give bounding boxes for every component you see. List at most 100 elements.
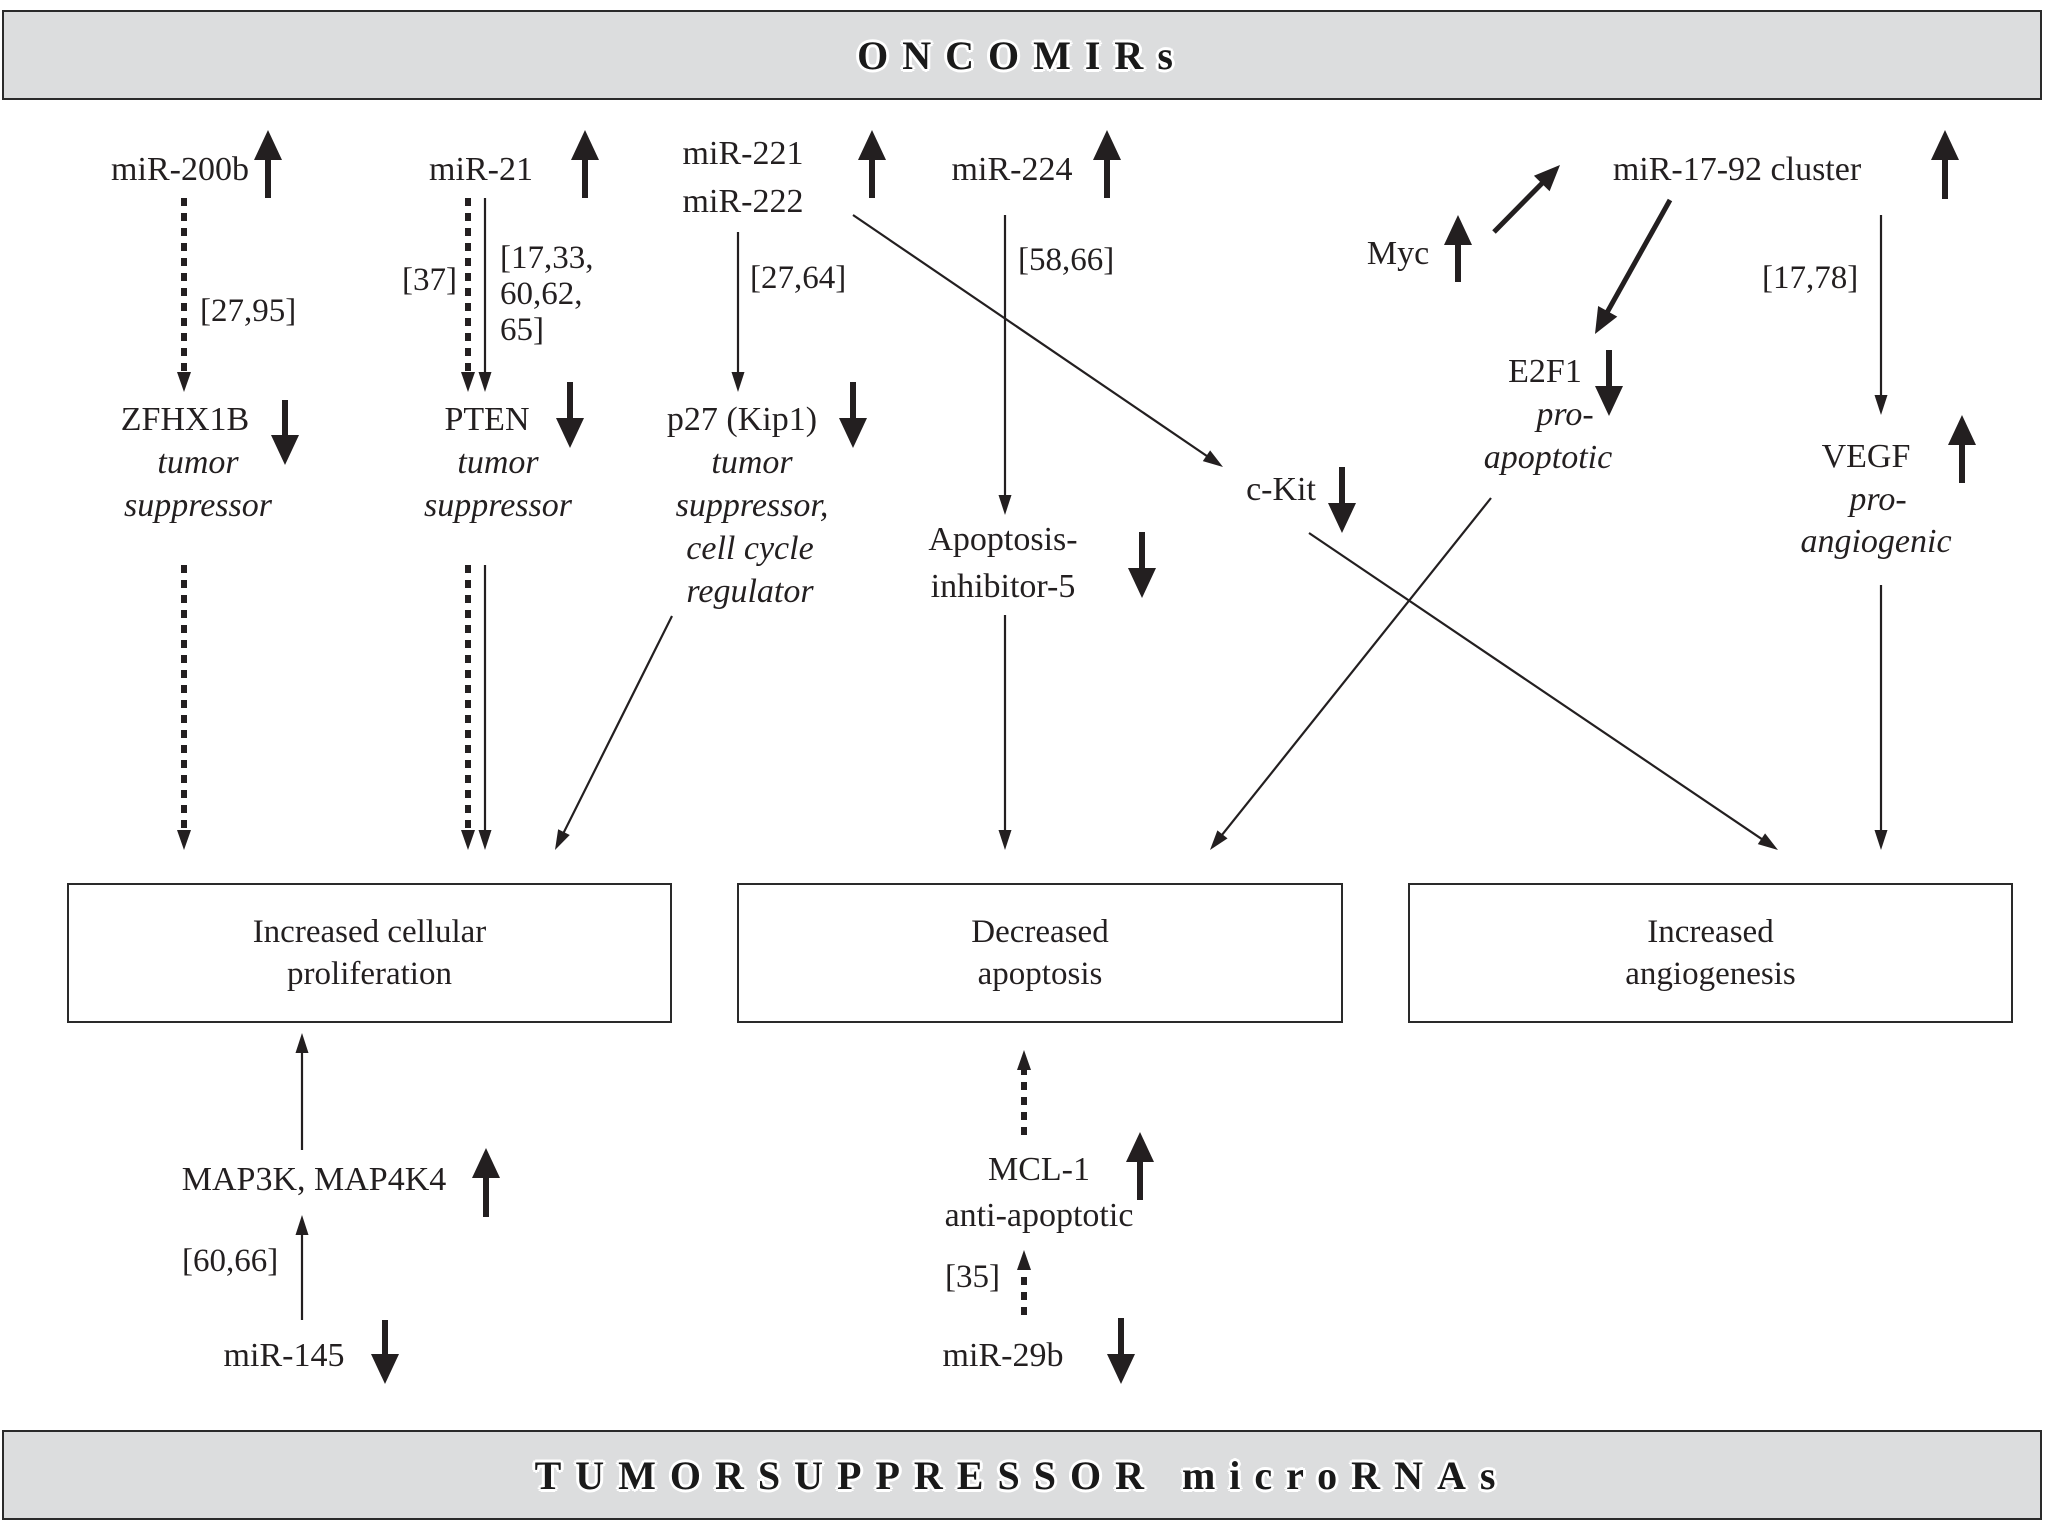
- zfhx1b-label: ZFHX1B: [120, 401, 250, 438]
- mcl1-role: anti-apoptotic: [944, 1197, 1134, 1234]
- myc-label: Myc: [1366, 235, 1430, 272]
- outcome-proliferation-line1: Increased cellular: [252, 914, 487, 950]
- ref-mir200b: [27,95]: [200, 293, 297, 329]
- mir221-up-arrow-icon-head: [858, 130, 886, 160]
- outcome-proliferation-line2: proliferation: [287, 956, 452, 992]
- mir-21-label: miR-21: [429, 151, 533, 188]
- mir224-up-arrow-icon-head: [1093, 130, 1121, 160]
- mir-221-label: miR-221: [682, 135, 804, 172]
- link-mir1792-e2f1: [1602, 198, 1673, 318]
- link-e2f1-apoptosis-head: [1210, 830, 1228, 850]
- vegf-up-arrow-icon-head: [1948, 415, 1976, 445]
- link-mir1792-vegf-head: [1874, 395, 1888, 415]
- e2f1-label: E2F1: [1508, 353, 1582, 390]
- ref-mir224: [58,66]: [1018, 242, 1115, 278]
- link-e2f1-apoptosis: [1219, 497, 1492, 839]
- vegf-label: VEGF: [1821, 438, 1911, 475]
- link-p27-proliferation-head: [555, 829, 570, 850]
- ref-mir21-solid-3: 65]: [500, 312, 544, 348]
- link-api5-apoptosis-head: [998, 830, 1012, 850]
- mir-200b-label: miR-200b: [111, 151, 249, 188]
- mir-224-label: miR-224: [951, 151, 1073, 188]
- link-ckit-angiogenesis: [1308, 532, 1766, 842]
- pten-role-2: suppressor: [424, 487, 572, 524]
- ref-mir21-solid-2: 60,62,: [500, 276, 583, 312]
- ref-mir21-solid-1: [17,33,: [500, 240, 594, 276]
- outcome-apoptosis: Decreased apoptosis: [737, 883, 1343, 1023]
- outcome-apoptosis-line1: Decreased: [971, 914, 1109, 950]
- vegf-role-1: pro-: [1849, 481, 1907, 518]
- link-myc-mir1792-head: [1533, 165, 1560, 192]
- api5-down-arrow-icon-head: [1128, 568, 1156, 598]
- mir200b-up-arrow-icon-head: [254, 130, 282, 160]
- zfhx1b-role-1: tumor: [157, 444, 239, 481]
- pten-down-arrow-icon-head: [556, 418, 584, 448]
- mir-222-label: miR-222: [682, 183, 804, 220]
- p27-role-4: regulator: [686, 573, 814, 610]
- pten-label: PTEN: [444, 401, 530, 438]
- mir21-up-arrow-icon-head: [571, 130, 599, 160]
- c-kit-label: c-Kit: [1246, 471, 1316, 508]
- link-mir222-ckit: [852, 214, 1211, 459]
- link-mir1792-e2f1-head: [1595, 305, 1618, 334]
- e2f1-role-1: pro-: [1536, 396, 1594, 433]
- mir1792-up-arrow-icon-head: [1931, 130, 1959, 160]
- link-ckit-angiogenesis-head: [1757, 833, 1778, 850]
- link-mir21-pten-dashed-head: [461, 372, 475, 392]
- outcome-angiogenesis-line1: Increased: [1647, 914, 1774, 950]
- link-p27-proliferation: [561, 615, 673, 837]
- mir-29b-label: miR-29b: [942, 1337, 1064, 1374]
- e2f1-role-2: apoptotic: [1483, 439, 1613, 476]
- link-mir145-map3k-head: [295, 1215, 309, 1235]
- pten-role-1: tumor: [457, 444, 539, 481]
- tumorsuppressor-footer: TUMORSUPPRESSOR microRNAs: [2, 1430, 2042, 1520]
- link-mir200b-zfhx1b-head: [177, 372, 191, 392]
- ref-mir221: [27,64]: [750, 260, 847, 296]
- p27-role-2: suppressor,: [675, 487, 829, 524]
- p27-down-arrow-icon-head: [839, 418, 867, 448]
- zfhx1b-down-arrow-icon-head: [271, 435, 299, 465]
- ref-mir21-dashed: [37]: [402, 262, 457, 298]
- outcome-angiogenesis-line2: angiogenesis: [1625, 956, 1796, 992]
- mir-145-label: miR-145: [223, 1337, 345, 1374]
- myc-up-arrow-icon-head: [1444, 215, 1472, 245]
- outcome-proliferation: Increased cellular proliferation: [67, 883, 672, 1023]
- zfhx1b-role-2: suppressor: [124, 487, 272, 524]
- oncomirs-header: ONCOMIRs: [2, 10, 2042, 100]
- ref-mir145: [60,66]: [182, 1243, 279, 1279]
- oncomirs-title: ONCOMIRs: [857, 32, 1187, 78]
- tumorsuppressor-title: TUMORSUPPRESSOR microRNAs: [534, 1452, 1510, 1498]
- vegf-role-2: angiogenic: [1800, 523, 1952, 560]
- map3k-up-arrow-icon-head: [472, 1148, 500, 1178]
- link-pten-proliferation-solid-head: [478, 830, 492, 850]
- link-pten-proliferation-dashed-head: [461, 830, 475, 850]
- link-mir21-pten-solid-head: [478, 372, 492, 392]
- link-map3k-proliferation-head: [295, 1033, 309, 1053]
- p27-role-3: cell cycle: [686, 530, 814, 567]
- mir29b-down-arrow-icon-head: [1107, 1354, 1135, 1384]
- e2f1-down-arrow-icon-head: [1595, 386, 1623, 416]
- outcome-apoptosis-line2: apoptosis: [977, 956, 1103, 992]
- map3k-label: MAP3K, MAP4K4: [181, 1161, 447, 1198]
- mcl1-up-arrow-icon-head: [1126, 1132, 1154, 1162]
- mir145-down-arrow-icon-head: [371, 1354, 399, 1384]
- link-mir224-api5-head: [998, 495, 1012, 515]
- mir-17-92-label: miR-17-92 cluster: [1612, 151, 1862, 188]
- p27-role-1: tumor: [711, 444, 793, 481]
- mcl1-label: MCL-1: [988, 1151, 1090, 1188]
- link-mir221-p27-head: [731, 372, 745, 392]
- ref-mir1792: [17,78]: [1762, 260, 1859, 296]
- ckit-down-arrow-icon-head: [1328, 503, 1356, 533]
- ref-mir29b: [35]: [945, 1259, 1000, 1295]
- api5-label-1: Apoptosis-: [928, 521, 1078, 558]
- link-myc-mir1792: [1492, 178, 1548, 234]
- link-mcl1-apoptosis-head: [1017, 1050, 1031, 1070]
- p27-label: p27 (Kip1): [666, 401, 818, 438]
- outcome-angiogenesis: Increased angiogenesis: [1408, 883, 2013, 1023]
- api5-label-2: inhibitor-5: [930, 568, 1076, 605]
- link-mir29b-mcl1-head: [1017, 1250, 1031, 1270]
- link-vegf-angiogenesis-head: [1874, 830, 1888, 850]
- link-mir222-ckit-head: [1202, 450, 1223, 467]
- link-zfhx1b-proliferation-head: [177, 830, 191, 850]
